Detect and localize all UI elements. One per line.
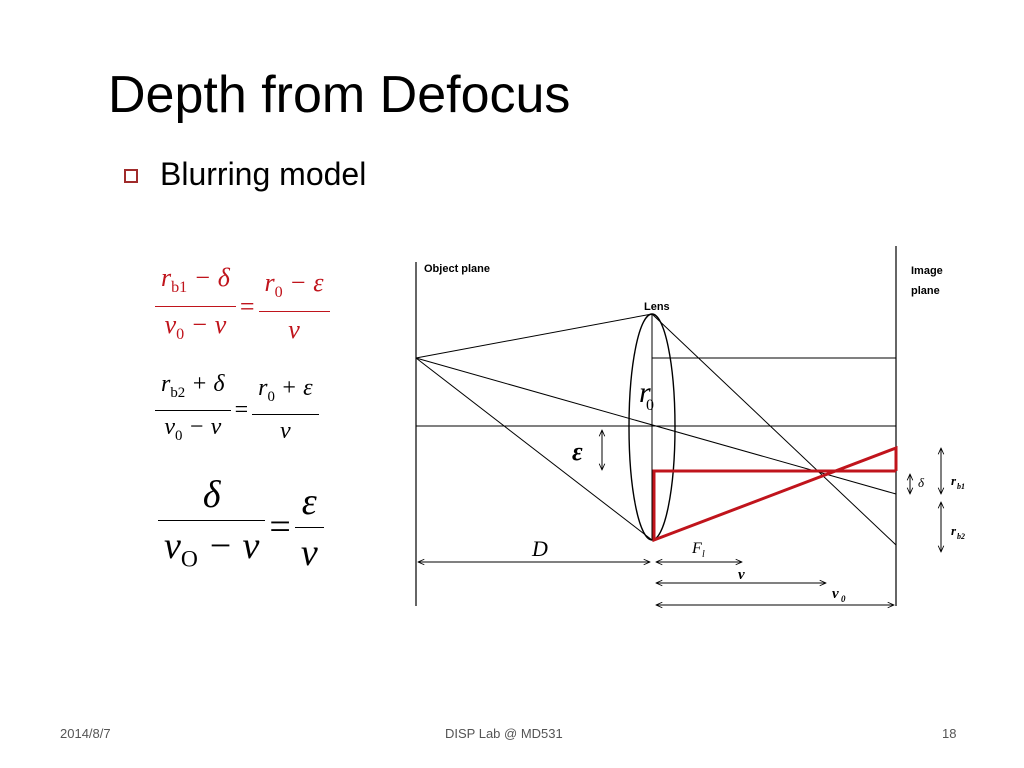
eq3-rhs-fraction: ε v: [294, 477, 324, 578]
image-plane-label-1: Image: [911, 265, 943, 277]
rb2-label: r: [951, 523, 957, 538]
eq3-lhs-fraction: δ vO − v: [158, 470, 266, 585]
delta-label: δ: [918, 475, 925, 490]
v0-label: v: [832, 586, 839, 602]
rb2-subscript: b2: [957, 532, 965, 541]
eq1-rhs-fraction: r0 − ε v: [258, 265, 330, 348]
image-plane-label-2: plane: [911, 285, 940, 297]
ray-top-refracted: [651, 313, 897, 546]
equation-3: δ vO − v = ε v: [158, 470, 324, 585]
bullet-item: Blurring model: [124, 152, 366, 196]
equation-1: rb1 − δ v0 − v = r0 − ε v: [155, 260, 330, 353]
equation-2: rb2 + δ v0 − v = r0 + ε v: [155, 368, 319, 453]
D-label: D: [531, 536, 548, 561]
footer-center: DISP Lab @ MD531: [445, 726, 563, 741]
slide-title: Depth from Defocus: [108, 66, 571, 124]
lens-label: Lens: [644, 301, 670, 313]
footer-date: 2014/8/7: [60, 726, 111, 741]
square-bullet-icon: [124, 169, 138, 183]
r0-label: r: [639, 376, 651, 409]
r0-subscript: 0: [646, 397, 654, 414]
ray-top: [415, 313, 653, 359]
Fl-subscript: l: [702, 549, 705, 560]
object-plane-label: Object plane: [424, 263, 490, 275]
v-label: v: [738, 567, 745, 583]
footer-page-number: 18: [942, 726, 957, 741]
rb1-label: r: [951, 473, 957, 488]
blur-construction: [652, 445, 898, 543]
bullet-text: Blurring model: [160, 155, 367, 192]
eq2-rhs-fraction: r0 + ε v: [252, 372, 319, 448]
rb1-subscript: b1: [957, 482, 965, 491]
Fl-label: F: [691, 540, 702, 557]
ray-bottom: [415, 357, 653, 541]
epsilon-label: ε: [572, 437, 583, 466]
v0-subscript: 0: [841, 594, 846, 604]
eq2-lhs-fraction: rb2 + δ v0 − v: [155, 368, 231, 453]
eq1-lhs-fraction: rb1 − δ v0 − v: [155, 260, 236, 353]
